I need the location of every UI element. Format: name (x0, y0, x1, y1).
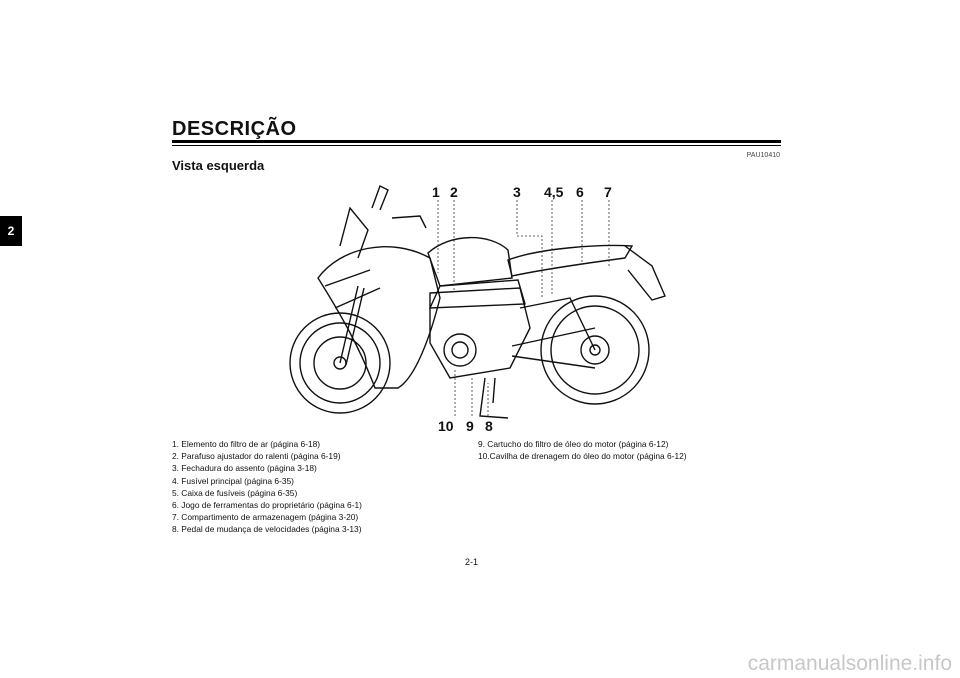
title-rule (172, 140, 781, 143)
reference-code: PAU10410 (746, 152, 780, 159)
callout-4-5: 4,5 (544, 184, 564, 200)
legend-item: 6. Jogo de ferramentas do proprietário (… (172, 500, 362, 511)
callout-10: 10 (438, 418, 454, 434)
legend-item: 3. Fechadura do assento (página 3-18) (172, 463, 317, 474)
legend-item: 2. Parafuso ajustador do ralenti (página… (172, 451, 341, 462)
legend-item: 1. Elemento do filtro de ar (página 6-18… (172, 439, 321, 449)
legend-left: 1. Elemento do filtro de ar (página 6-18… (172, 438, 472, 536)
callout-3: 3 (513, 184, 521, 200)
callout-9: 9 (466, 418, 474, 434)
chapter-tab: 2 (0, 216, 22, 246)
section-subtitle: Vista esquerda (172, 158, 265, 173)
legend-item: 8. Pedal de mudança de velocidades (pági… (172, 524, 362, 535)
legend-right: 9. Cartucho do filtro de óleo do motor (… (478, 438, 778, 462)
callout-7: 7 (604, 184, 612, 200)
legend-item: 10.Cavilha de drenagem do óleo do motor … (478, 451, 687, 462)
title-rule-thin (172, 145, 781, 146)
watermark: carmanualsonline.info (747, 652, 952, 675)
legend-item: 9. Cartucho do filtro de óleo do motor (… (478, 439, 669, 449)
motorcycle-illustration (289, 185, 666, 419)
legend-item: 5. Caixa de fusíveis (página 6-35) (172, 487, 298, 498)
legend-item: 7. Compartimento de armazenagem (página … (172, 512, 359, 523)
callout-1: 1 (432, 184, 440, 200)
page-title: DESCRIÇÃO (172, 118, 297, 140)
callout-2: 2 (450, 184, 458, 200)
callout-8: 8 (485, 418, 493, 434)
legend-item: 4. Fusível principal (página 6-35) (172, 475, 294, 486)
page-number: 2-1 (465, 557, 479, 567)
callout-6: 6 (576, 184, 584, 200)
